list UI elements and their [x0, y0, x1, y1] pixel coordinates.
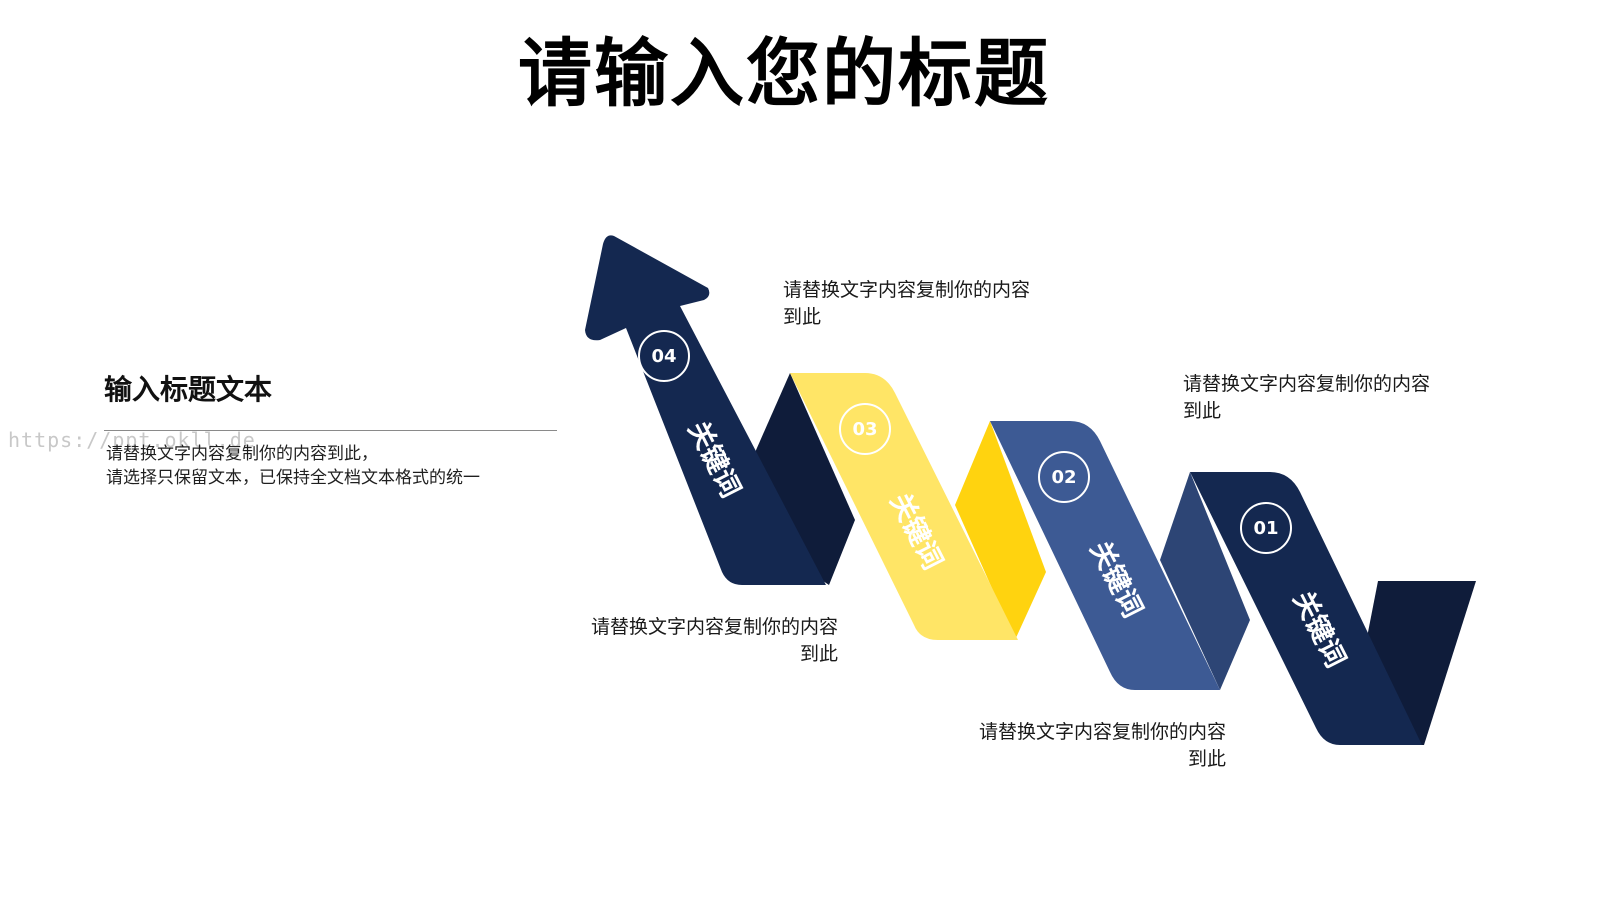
fold-panel-02-01 [1160, 472, 1250, 690]
step-ribbon-03 [790, 373, 1018, 640]
heading-divider [104, 430, 557, 431]
section-body-line-1: 请替换文字内容复制你的内容到此， [106, 444, 378, 464]
step-number-04: 04 [651, 346, 676, 367]
step-description-03-line-2: 到此 [799, 643, 838, 665]
step-number-02: 02 [1051, 467, 1076, 488]
section-body-line-2: 请选择只保留文本，已保持全文档文本格式的统一 [106, 468, 480, 488]
step-number-ring-02 [1038, 451, 1090, 503]
step-description-02: 请替换文字内容复制你的内容 到此 [1183, 371, 1430, 425]
fold-panel-03-02 [955, 421, 1046, 640]
step-ribbon-01 [1190, 472, 1422, 745]
step-number-ring-04 [638, 330, 690, 382]
step-description-03: 请替换文字内容复制你的内容 到此 [560, 614, 838, 668]
step-description-02-line-1: 请替换文字内容复制你的内容 [1183, 373, 1431, 395]
step-description-01-line-1: 请替换文字内容复制你的内容 [978, 721, 1226, 743]
step-number-03: 03 [852, 419, 877, 440]
watermark-text: https://ppt.okll.de [8, 428, 256, 452]
step-description-04: 请替换文字内容复制你的内容 到此 [783, 277, 1030, 331]
step-description-02-line-2: 到此 [1183, 400, 1222, 422]
step-description-04-line-2: 到此 [783, 306, 822, 328]
section-heading: 输入标题文本 [104, 373, 273, 406]
page-title: 请输入您的标题 [518, 31, 1050, 117]
step-description-03-line-1: 请替换文字内容复制你的内容 [590, 616, 838, 638]
step-description-01: 请替换文字内容复制你的内容 到此 [948, 719, 1226, 773]
step-description-04-line-1: 请替换文字内容复制你的内容 [783, 279, 1031, 301]
step-description-01-line-2: 到此 [1187, 748, 1226, 770]
step-number-ring-01 [1240, 502, 1292, 554]
step-number-ring-03 [839, 403, 891, 455]
step-arrow-04 [585, 235, 826, 585]
step-number-01: 01 [1253, 518, 1278, 539]
section-body: 请替换文字内容复制你的内容到此， 请选择只保留文本，已保持全文档文本格式的统一 [106, 442, 480, 490]
step-ribbon-02 [990, 421, 1220, 690]
